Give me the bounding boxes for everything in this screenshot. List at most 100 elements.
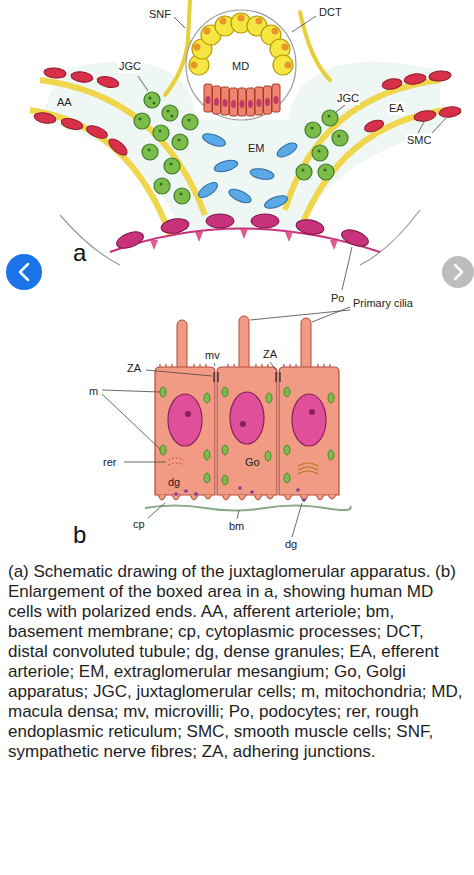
foot-process [150, 229, 338, 250]
bowman-capsule [60, 210, 420, 265]
macula-densa-nucleus [231, 100, 236, 108]
granule [171, 115, 174, 118]
mitochondrion [204, 473, 210, 483]
mesangial-cell [201, 131, 227, 149]
leader-line [138, 76, 148, 91]
juxtaglomerular-cell [144, 92, 160, 108]
smooth-muscle-cell [44, 67, 67, 79]
cytoplasmic-process [284, 495, 336, 501]
primary-cilium [177, 316, 311, 372]
smooth-muscle-cell [438, 106, 461, 119]
granule [318, 150, 321, 153]
leader-line [102, 390, 160, 392]
granule [188, 119, 191, 122]
nucleus [168, 394, 202, 446]
tubule-nucleus [285, 62, 292, 69]
mitochondrion [222, 445, 228, 455]
tubule-nucleus [272, 28, 279, 35]
panel-letter: a [72, 240, 87, 266]
podocyte [206, 214, 234, 228]
macula-densa-cell [204, 84, 280, 116]
part-label: EA [388, 102, 405, 115]
next-button [442, 256, 474, 288]
granule [148, 149, 151, 152]
granule [153, 102, 156, 105]
mitochondrion [284, 387, 290, 397]
nucleus [292, 394, 326, 446]
part-label: DCT [318, 6, 343, 19]
tubule-nucleus [256, 18, 263, 25]
juxtaglomerular-cell [172, 134, 188, 150]
smooth-muscle-cell [33, 67, 129, 158]
golgi-apparatus [298, 463, 318, 474]
granule [328, 115, 331, 118]
part-label: rer [102, 456, 117, 469]
smooth-muscle-cell [85, 123, 109, 141]
foot-process [150, 240, 158, 250]
podocyte [295, 218, 325, 237]
leader-line [342, 247, 352, 290]
juxtaglomerular-cell [332, 130, 348, 146]
illustration [0, 0, 474, 560]
dense-granule [194, 492, 198, 496]
bowman-capsule [60, 215, 120, 265]
mitochondrion [265, 451, 271, 461]
macula-densa-cell [272, 84, 280, 112]
tubule-nucleus [282, 44, 289, 51]
leader-line [138, 16, 446, 290]
tubule-cell [189, 13, 293, 75]
leader-line [292, 503, 302, 537]
leader-line [102, 307, 350, 537]
dense-granule [174, 492, 178, 496]
capillary [110, 229, 380, 253]
nucleolus [185, 409, 315, 427]
next-button [442, 256, 474, 288]
leader-line [292, 16, 316, 32]
smooth-muscle-cell [33, 111, 56, 125]
macula-densa-nucleus [240, 100, 245, 108]
part-label: ZA [126, 362, 142, 375]
macula-densa-nucleus [257, 99, 262, 107]
granule [338, 135, 341, 138]
mitochondrion [284, 445, 290, 455]
granule [170, 163, 173, 166]
part-label: bm [228, 520, 245, 533]
juxtaglomerular-cell [296, 164, 312, 180]
part-label: SNF [148, 8, 172, 21]
smooth-muscle-cell [429, 70, 452, 82]
leader-line [214, 363, 215, 366]
capillary [110, 229, 380, 253]
granule [302, 169, 305, 172]
bowman-capsule [360, 210, 420, 265]
juxtaglomerular-cell [134, 113, 150, 129]
granule [324, 169, 327, 172]
mesangial-cell [263, 193, 289, 211]
prev-button [6, 254, 42, 290]
juxtaglomerular-cell [142, 144, 158, 160]
primary-cilium [301, 318, 311, 372]
leader-line [146, 370, 212, 376]
macula-densa-cell [221, 87, 229, 115]
smooth-muscle-cell [413, 109, 436, 123]
granule [178, 139, 181, 142]
granule [167, 110, 170, 113]
podocyte [251, 214, 279, 228]
part-label: dg [167, 476, 181, 489]
juxtaglomerular-cell [162, 105, 178, 121]
nucleolus [185, 411, 191, 417]
adhering-junction [217, 372, 218, 382]
macula-densa-cell [155, 367, 339, 495]
mesangial-cell [196, 131, 299, 211]
dense-granule [302, 498, 306, 502]
macula-densa-cell [238, 88, 246, 116]
juxtaglomerular-cell [312, 145, 328, 161]
adhering-junction [279, 372, 280, 382]
mesangial-cell [249, 167, 274, 181]
tubule-nucleus [238, 15, 245, 22]
distal-tubule [186, 10, 296, 120]
cytoplasmic-process [222, 495, 274, 500]
figure-caption: (a) Schematic drawing of the juxtaglomer… [8, 562, 464, 762]
granule [180, 193, 183, 196]
mesangial-cell [213, 158, 239, 174]
mitochondrion [328, 393, 334, 403]
